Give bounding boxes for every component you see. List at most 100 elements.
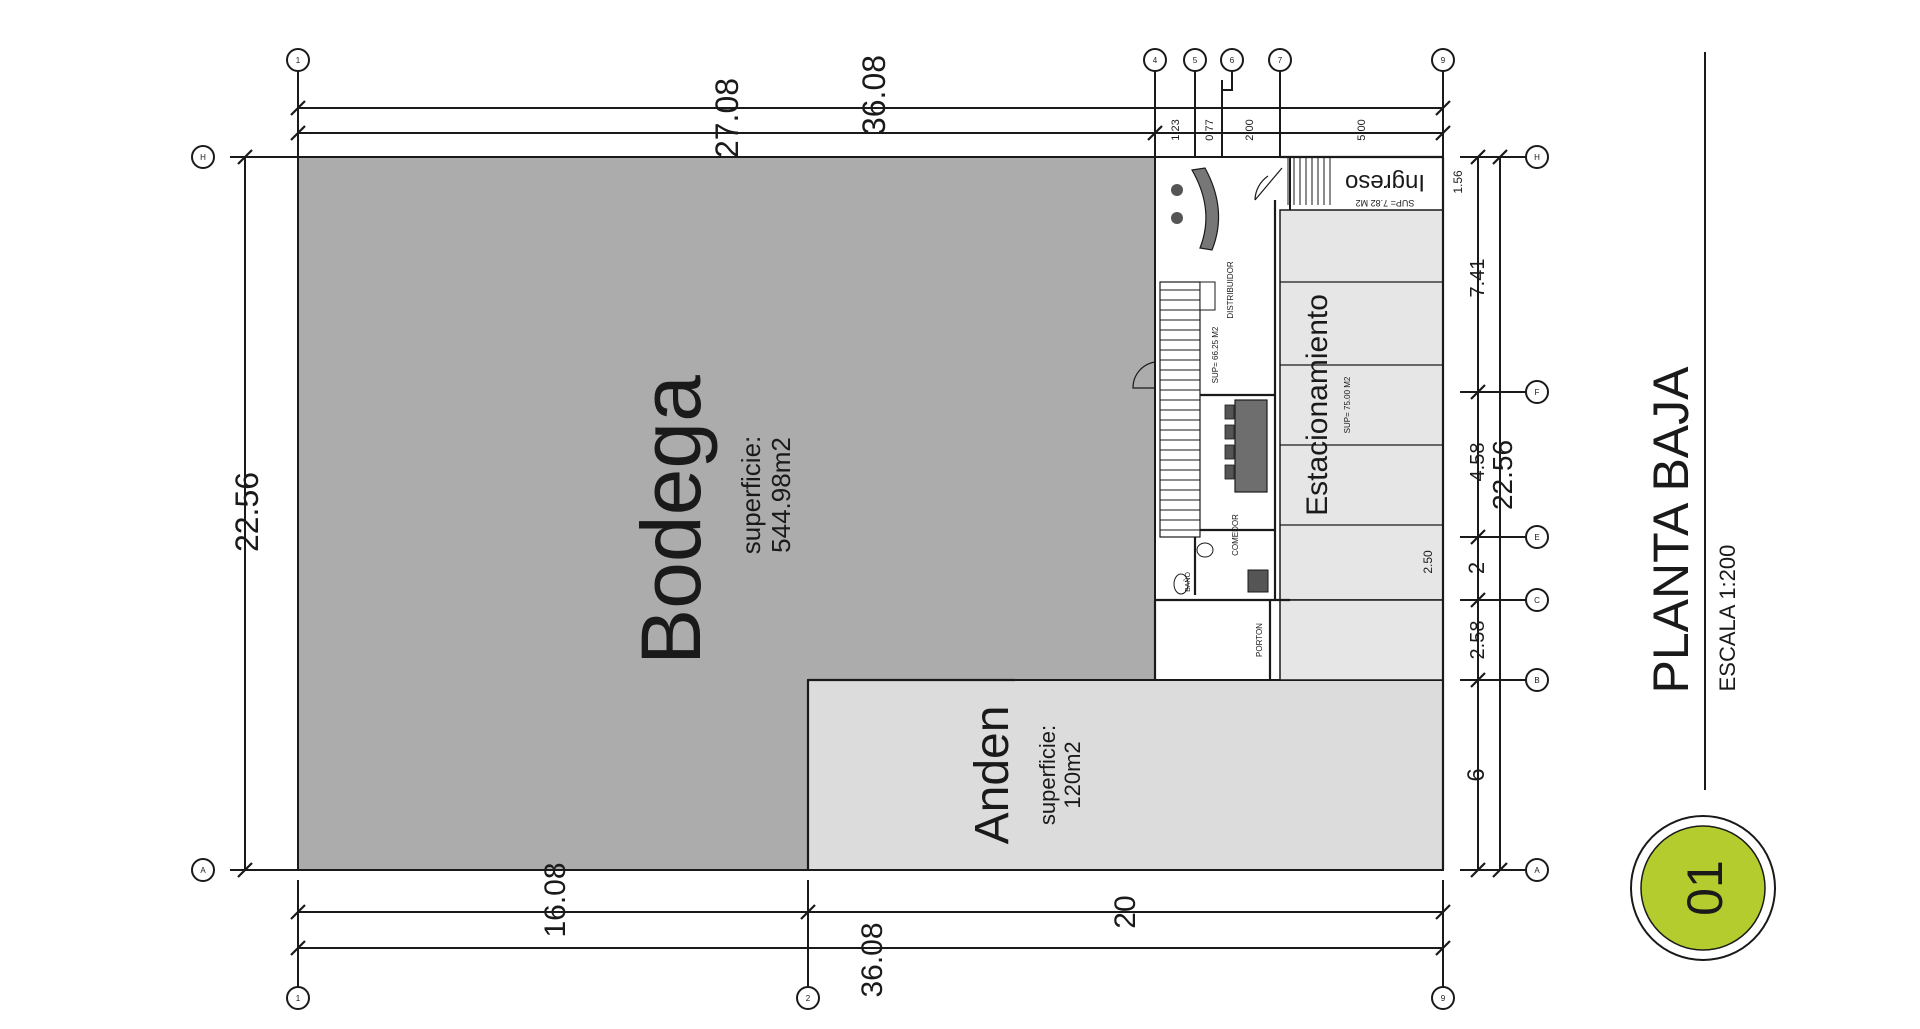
dim-bottom-left: 16.08 (539, 862, 572, 937)
anden-area-value: 120m2 (1060, 741, 1085, 808)
staircase (1159, 281, 1216, 538)
entry-door-swing (1254, 167, 1283, 201)
dim-top-sub: 27.08 (709, 78, 745, 158)
sink-icon (1196, 542, 1214, 558)
grid-bubble-label: 2 (806, 994, 811, 1003)
dimension-tick (1470, 862, 1486, 878)
dim-top-small-4: 5.00 (1356, 119, 1368, 140)
dimension-tick (290, 904, 306, 920)
bodega-label: Bodega (624, 375, 718, 665)
grid-bubble-top: 1 (286, 48, 310, 72)
dim-parking-inner: 2.50 (1421, 550, 1435, 574)
toilet-icon (1173, 573, 1189, 595)
dim-top-total: 36.08 (856, 55, 892, 135)
sheet-number-badge: 01 (1630, 815, 1776, 961)
grid-bubble-top: 5 (1183, 48, 1207, 72)
grid-bubble-label: F (1535, 388, 1540, 397)
bano-label: BAÑO (1183, 572, 1192, 592)
estacionamiento-area: SUP= 75.00 M2 (1343, 376, 1352, 433)
chair-icon (1224, 404, 1235, 420)
ingreso-label: Ingreso (1345, 169, 1425, 196)
dimension-tick (237, 149, 253, 165)
ingreso-area: SUP= 7.82 M2 (1356, 198, 1415, 208)
grid-bubble-label: 7 (1278, 56, 1283, 65)
chair-icon (1224, 424, 1235, 440)
grid-bubble-label: A (1534, 866, 1540, 875)
dining-chairs (1224, 404, 1235, 480)
dimension-tick (1492, 862, 1508, 878)
grid-bubble-label: B (1534, 676, 1539, 685)
dimension-tick (1147, 125, 1163, 141)
door-swing (1132, 361, 1156, 389)
dim-top-small-1: 1.23 (1170, 119, 1182, 140)
estacionamiento-label: Estacionamiento (1301, 294, 1334, 516)
grid-bubble-label: H (200, 153, 206, 162)
dim-right-seg-3: 4.58 (1467, 443, 1489, 482)
distribuidor-label: DISTRIBUIDOR (1226, 261, 1235, 319)
grid-bubble-label: 6 (1230, 56, 1235, 65)
dimension-tick (1435, 904, 1451, 920)
distribuidor-area: SUP= 66.25 M2 (1211, 326, 1220, 383)
parking-stalls (1280, 281, 1443, 526)
sheet-number: 01 (1677, 860, 1733, 916)
dim-right-seg-4: 2 (1464, 562, 1489, 574)
dim-left-height: 22.56 (229, 472, 265, 552)
dimension-tick (1470, 672, 1486, 688)
dimension-tick (1435, 940, 1451, 956)
dimension-tick (1470, 529, 1486, 545)
grid-bubble-label: A (200, 866, 206, 875)
dim-right-seg-2: 7.41 (1467, 259, 1489, 298)
dim-top-small-3: 2.00 (1244, 119, 1256, 140)
grid-bubble-label: E (1534, 533, 1539, 542)
grid-bubble-right: A (1525, 858, 1549, 882)
chair-icon (1224, 464, 1235, 480)
grid-bubble-top: 6 (1220, 48, 1244, 72)
comedor-label: COMEDOR (1231, 514, 1240, 556)
reception-desk (1191, 167, 1220, 251)
stair-landing (1199, 281, 1216, 311)
grid-bubble-top: 7 (1268, 48, 1292, 72)
dimension-tick (1470, 592, 1486, 608)
grid-bubble-label: 4 (1153, 56, 1158, 65)
dim-top-small-2: 0.77 (1204, 119, 1216, 140)
grid-bubble-right: F (1525, 380, 1549, 404)
grid-bubble-left: H (191, 145, 215, 169)
bodega-area-label: superficie: (736, 436, 766, 555)
dim-right-seg-6: 6 (1463, 768, 1490, 781)
grid-bubble-label: C (1534, 596, 1540, 605)
chair-icon (1171, 212, 1183, 224)
anden-area (807, 679, 1444, 871)
grid-bubble-bottom: 1 (286, 986, 310, 1010)
grid-bubble-label: 1 (296, 994, 301, 1003)
porton-area (1279, 599, 1444, 681)
grid-bubble-label: 1 (296, 56, 301, 65)
sheet-scale: ESCALA 1:200 (1715, 545, 1740, 692)
chair-icon (1224, 444, 1235, 460)
dim-right-seg-5: 2.58 (1467, 621, 1489, 660)
parking-area (1279, 209, 1444, 601)
dimension-tick (1435, 100, 1451, 116)
dimension-tick (290, 100, 306, 116)
sheet-title: PLANTA BAJA (1643, 366, 1699, 694)
porton-label: PORTON (1255, 623, 1264, 657)
dimension-tick (1470, 149, 1486, 165)
grid-bubble-left: A (191, 858, 215, 882)
grid-bubble-label: 9 (1441, 56, 1446, 65)
grid-bubble-bottom: 2 (796, 986, 820, 1010)
grid-bubble-right: C (1525, 588, 1549, 612)
dimension-tick (1435, 125, 1451, 141)
dimension-tick (1492, 149, 1508, 165)
grid-bubble-right: B (1525, 668, 1549, 692)
bodega-area-value: 544.98m2 (766, 437, 796, 553)
dimension-tick (237, 862, 253, 878)
anden-label: Anden (966, 706, 1019, 845)
dimension-tick (1470, 384, 1486, 400)
grid-bubble-top: 4 (1143, 48, 1167, 72)
dim-right-total: 22.56 (1487, 440, 1518, 510)
ingreso-steps (1287, 157, 1331, 205)
grid-bubble-top: 9 (1431, 48, 1455, 72)
grid-bubble-right: H (1525, 145, 1549, 169)
chair-icon (1171, 184, 1183, 196)
